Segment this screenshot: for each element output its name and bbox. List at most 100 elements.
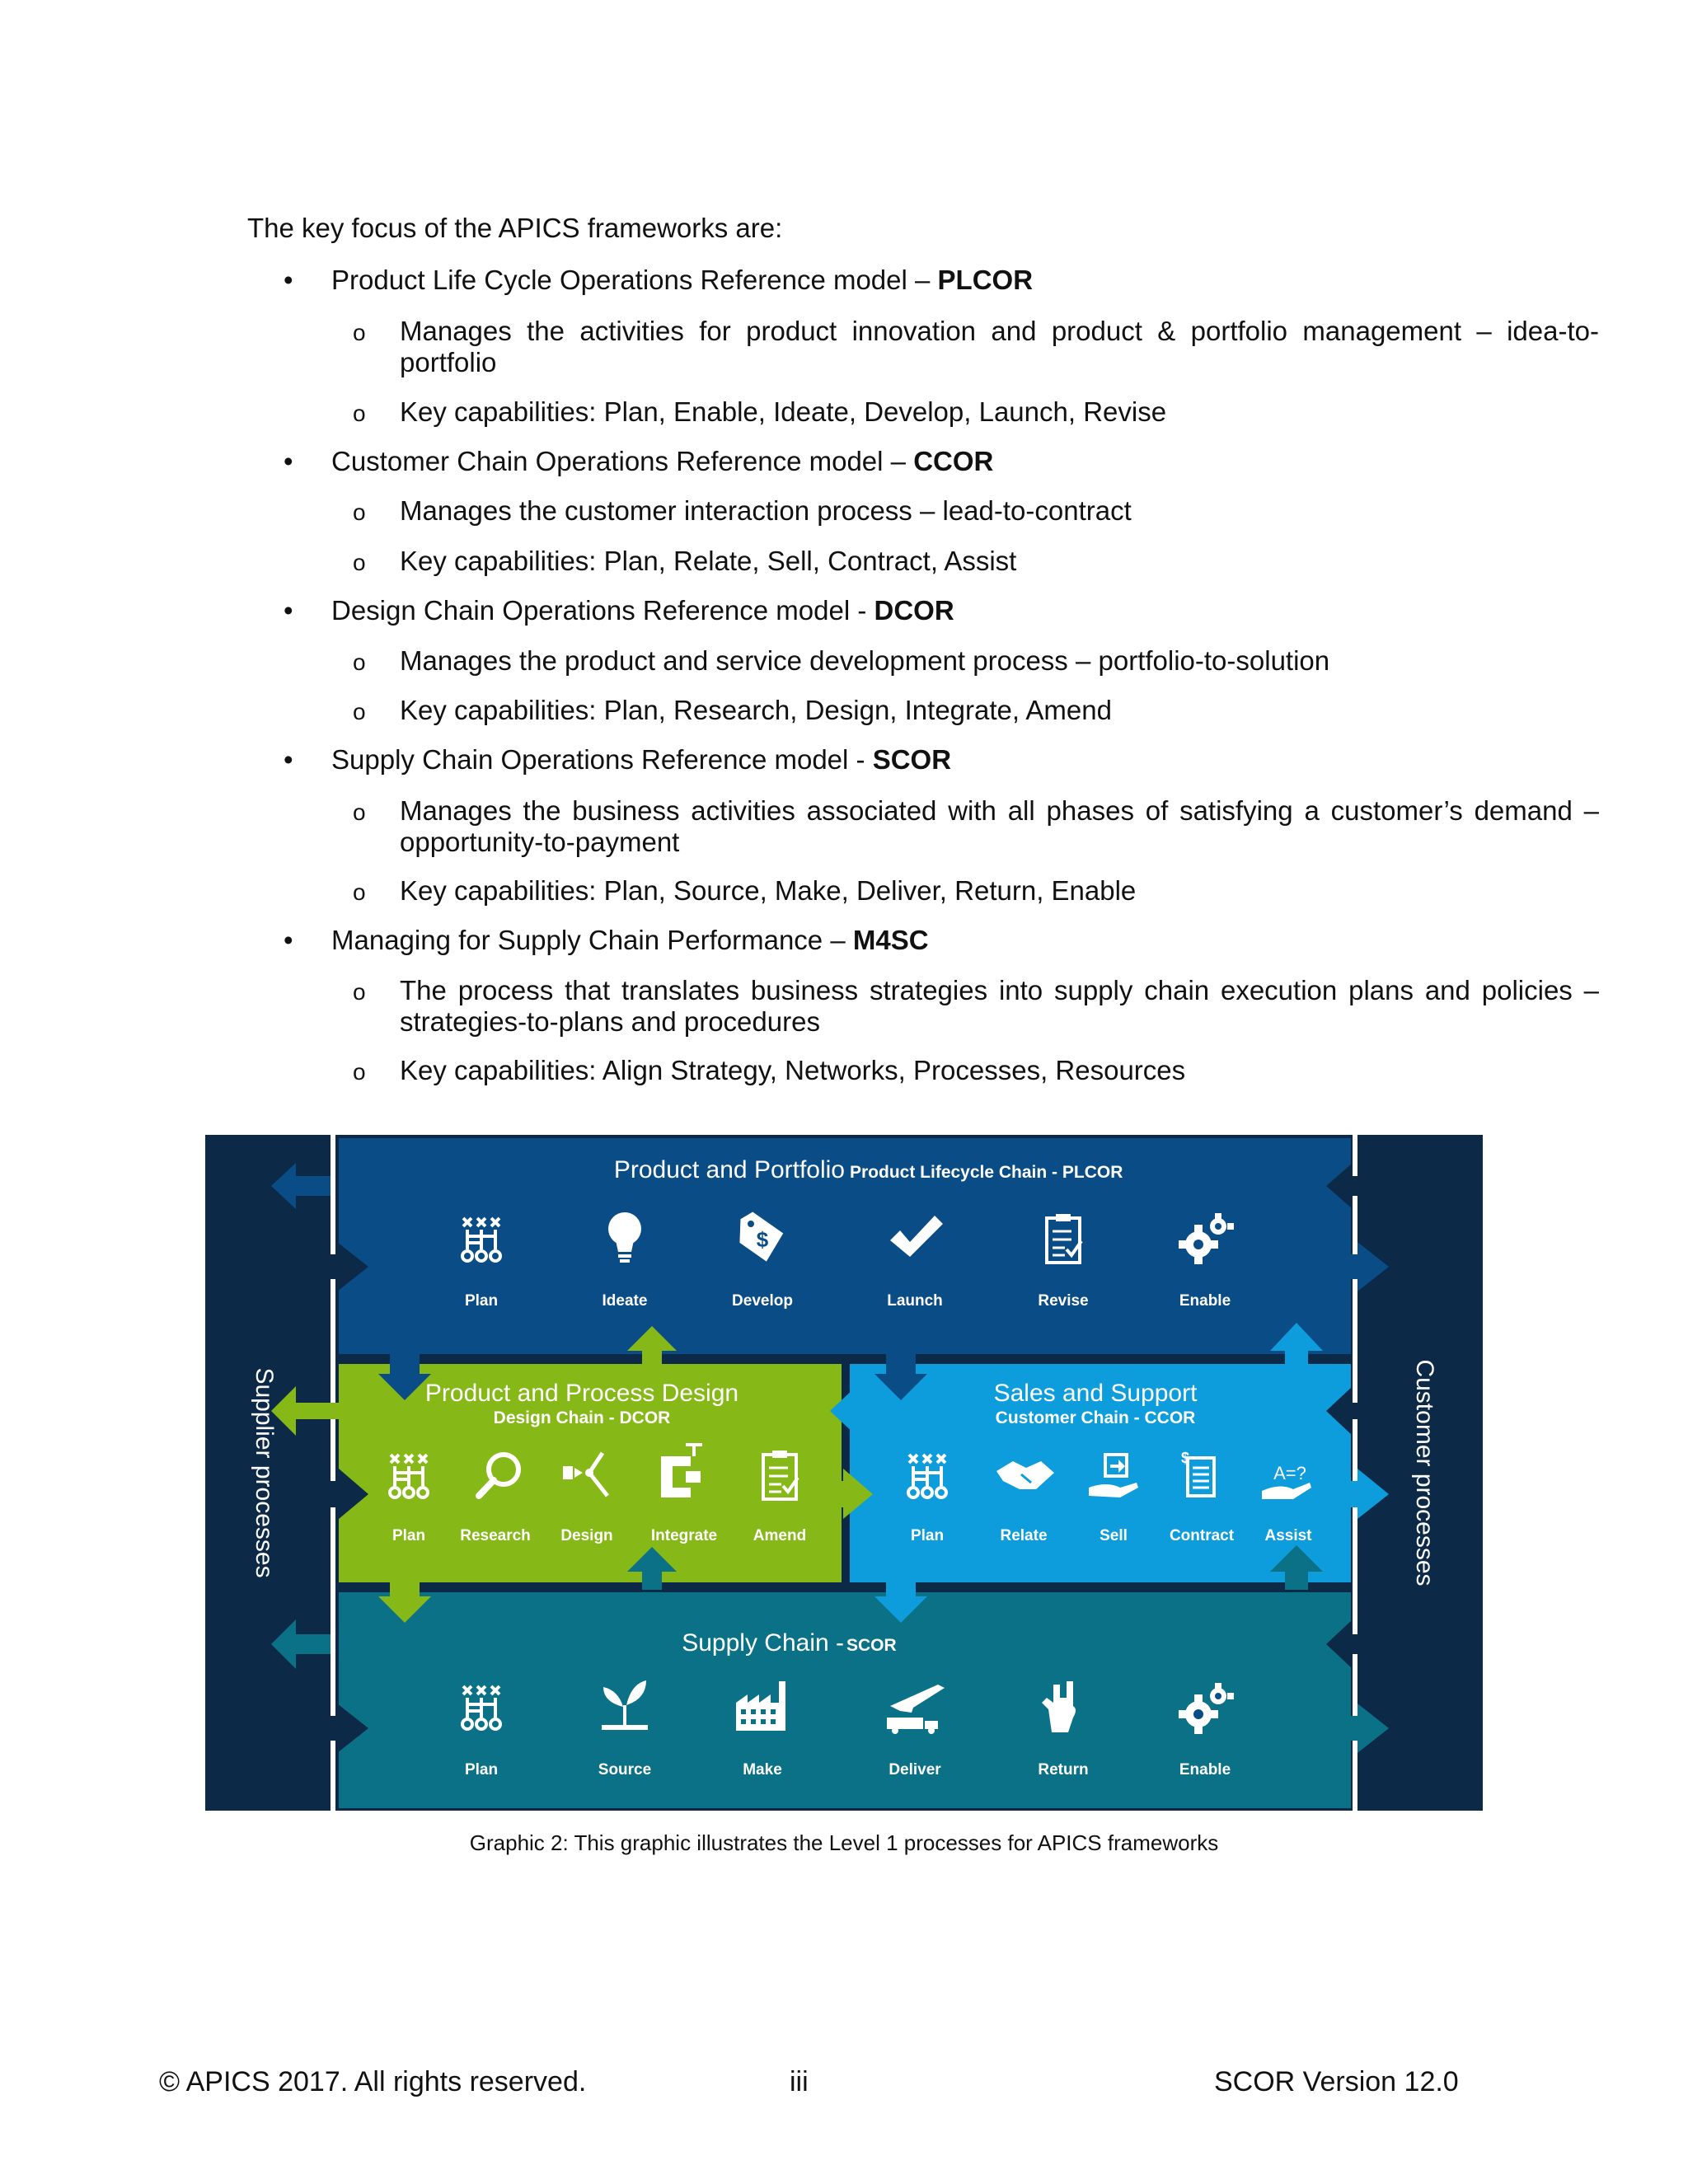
sub-glyph: o (353, 979, 366, 1005)
bullet-m4sc: • Managing for Supply Chain Performance … (284, 925, 929, 956)
sub-glyph: o (353, 699, 366, 724)
bullet-acronym: CCOR (913, 446, 994, 476)
arrow-supplier-to-dcor (302, 1469, 368, 1519)
bullet-glyph: • (284, 744, 293, 775)
sub-text: Key capabilities: Plan, Research, Design… (400, 695, 1112, 725)
plcor-item: Launch (887, 1292, 943, 1310)
sub-item: o Key capabilities: Plan, Enable, Ideate… (353, 396, 1599, 428)
sub-item: o Manages the activities for product inn… (353, 316, 1599, 378)
bullet-text: Managing for Supply Chain Performance – (331, 925, 853, 955)
ccor-item: Plan (911, 1527, 944, 1544)
right-divider (1353, 1135, 1357, 1811)
bullet-dcor: • Design Chain Operations Reference mode… (284, 595, 954, 626)
left-divider (331, 1135, 335, 1811)
sub-text: Key capabilities: Plan, Source, Make, De… (400, 875, 1137, 906)
plcor-subtitle: Product Lifecycle Chain - PLCOR (850, 1163, 1123, 1182)
supplier-processes-label: Supplier processes (251, 1367, 278, 1577)
bullet-glyph: • (284, 265, 293, 295)
scor-title: Supply Chain - (682, 1629, 844, 1657)
sub-text: Key capabilities: Align Strategy, Networ… (400, 1055, 1186, 1085)
sub-glyph: o (353, 1059, 366, 1085)
arrow-ccor-to-dcor (830, 1386, 865, 1436)
arrow-plcor-to-supplier (271, 1163, 331, 1209)
bullet-text: Product Life Cycle Operations Reference … (331, 265, 938, 295)
sub-item: o Key capabilities: Plan, Relate, Sell, … (353, 546, 1599, 577)
bullet-text: Design Chain Operations Reference model … (331, 595, 874, 626)
arrow-scor-to-dcor (627, 1547, 677, 1590)
arrow-dcor-to-supplier (271, 1386, 339, 1436)
bullet-acronym: PLCOR (937, 265, 1034, 295)
arrow-dcor-to-scor (378, 1580, 431, 1623)
sub-glyph: o (353, 499, 366, 525)
sub-item: o Manages the business activities associ… (353, 795, 1599, 858)
apics-frameworks-diagram: $ (205, 1135, 1483, 1811)
arrow-customer-to-scor (1326, 1619, 1384, 1669)
arrow-scor-to-customer (1343, 1704, 1389, 1753)
bullet-text: Customer Chain Operations Reference mode… (331, 446, 914, 476)
sub-text: Manages the activities for product innov… (400, 316, 1599, 377)
sub-item: o Manages the product and service develo… (353, 645, 1599, 677)
arrow-plcor-to-customer (1343, 1242, 1389, 1291)
bullet-acronym: DCOR (874, 595, 954, 626)
arrow-ccor-to-customer (1343, 1469, 1389, 1519)
dcor-item: Design (560, 1527, 612, 1544)
arrow-scor-to-ccor (1270, 1545, 1323, 1590)
ccor-item: Relate (1000, 1527, 1047, 1544)
sub-text: Key capabilities: Plan, Relate, Sell, Co… (400, 546, 1017, 576)
plcor-item: Plan (465, 1292, 498, 1310)
scor-item: Source (598, 1761, 651, 1779)
arrow-customer-to-ccor (1326, 1386, 1384, 1436)
dcor-item: Research (460, 1527, 531, 1544)
sub-glyph: o (353, 320, 366, 345)
sub-item: o Key capabilities: Plan, Research, Desi… (353, 695, 1599, 726)
scor-item: Deliver (889, 1761, 941, 1779)
arrow-ccor-to-scor (874, 1580, 927, 1623)
plcor-item: Revise (1038, 1292, 1088, 1310)
footer-version: SCOR Version 12.0 (1214, 2066, 1459, 2097)
sub-glyph: o (353, 879, 366, 905)
sub-item: o Key capabilities: Plan, Source, Make, … (353, 875, 1599, 907)
sub-glyph: o (353, 550, 366, 575)
intro-text: The key focus of the APICS frameworks ar… (247, 213, 783, 243)
scor-item: Return (1038, 1761, 1088, 1779)
sub-text: Key capabilities: Plan, Enable, Ideate, … (400, 396, 1167, 427)
scor-item: Enable (1179, 1761, 1231, 1779)
scor-item: Make (743, 1761, 782, 1779)
bullet-acronym: SCOR (872, 744, 952, 775)
arrow-dcor-to-ccor (832, 1469, 873, 1519)
ccor-item: Contract (1170, 1527, 1235, 1544)
arrow-plcor-to-ccor (874, 1354, 927, 1400)
arrow-customer-to-plcor (1326, 1163, 1384, 1209)
scor-band (339, 1592, 1351, 1808)
sub-glyph: o (353, 799, 366, 825)
sub-text: The process that translates business str… (400, 975, 1599, 1037)
arrow-ccor-to-plcor (1270, 1323, 1323, 1371)
arrow-dcor-to-plcor (627, 1326, 677, 1371)
flow-arrows (271, 1163, 1389, 1753)
bullet-acronym: M4SC (852, 925, 929, 955)
plcor-item: Enable (1179, 1292, 1231, 1310)
dcor-item: Plan (392, 1527, 425, 1544)
plcor-item: Develop (732, 1292, 793, 1310)
dcor-item: Amend (753, 1527, 806, 1544)
assist-icon-glyph: A=? (1273, 1463, 1306, 1483)
arrow-plcor-to-dcor (378, 1354, 431, 1400)
ccor-subtitle: Customer Chain - CCOR (996, 1408, 1196, 1427)
plcor-item: Ideate (603, 1292, 648, 1310)
ccor-title: Sales and Support (994, 1380, 1198, 1407)
ccor-item: Assist (1264, 1527, 1312, 1544)
bullet-plcor: • Product Life Cycle Operations Referenc… (284, 265, 1034, 296)
sub-glyph: o (353, 401, 366, 426)
dcor-subtitle: Design Chain - DCOR (494, 1408, 671, 1427)
figure-caption: Graphic 2: This graphic illustrates the … (469, 1830, 1219, 1855)
customer-processes-label: Customer processes (1411, 1359, 1438, 1586)
sub-item: o Manages the customer interaction proce… (353, 495, 1599, 527)
sub-item: o The process that translates business s… (353, 975, 1599, 1038)
footer-copyright: © APICS 2017. All rights reserved. (159, 2066, 587, 2097)
sub-text: Manages the customer interaction process… (400, 495, 1132, 526)
bullet-glyph: • (284, 595, 293, 626)
sub-item: o Key capabilities: Align Strategy, Netw… (353, 1055, 1599, 1086)
dcor-item: Integrate (651, 1527, 717, 1544)
dcor-title: Product and Process Design (425, 1380, 738, 1407)
bullet-ccor: • Customer Chain Operations Reference mo… (284, 446, 994, 477)
